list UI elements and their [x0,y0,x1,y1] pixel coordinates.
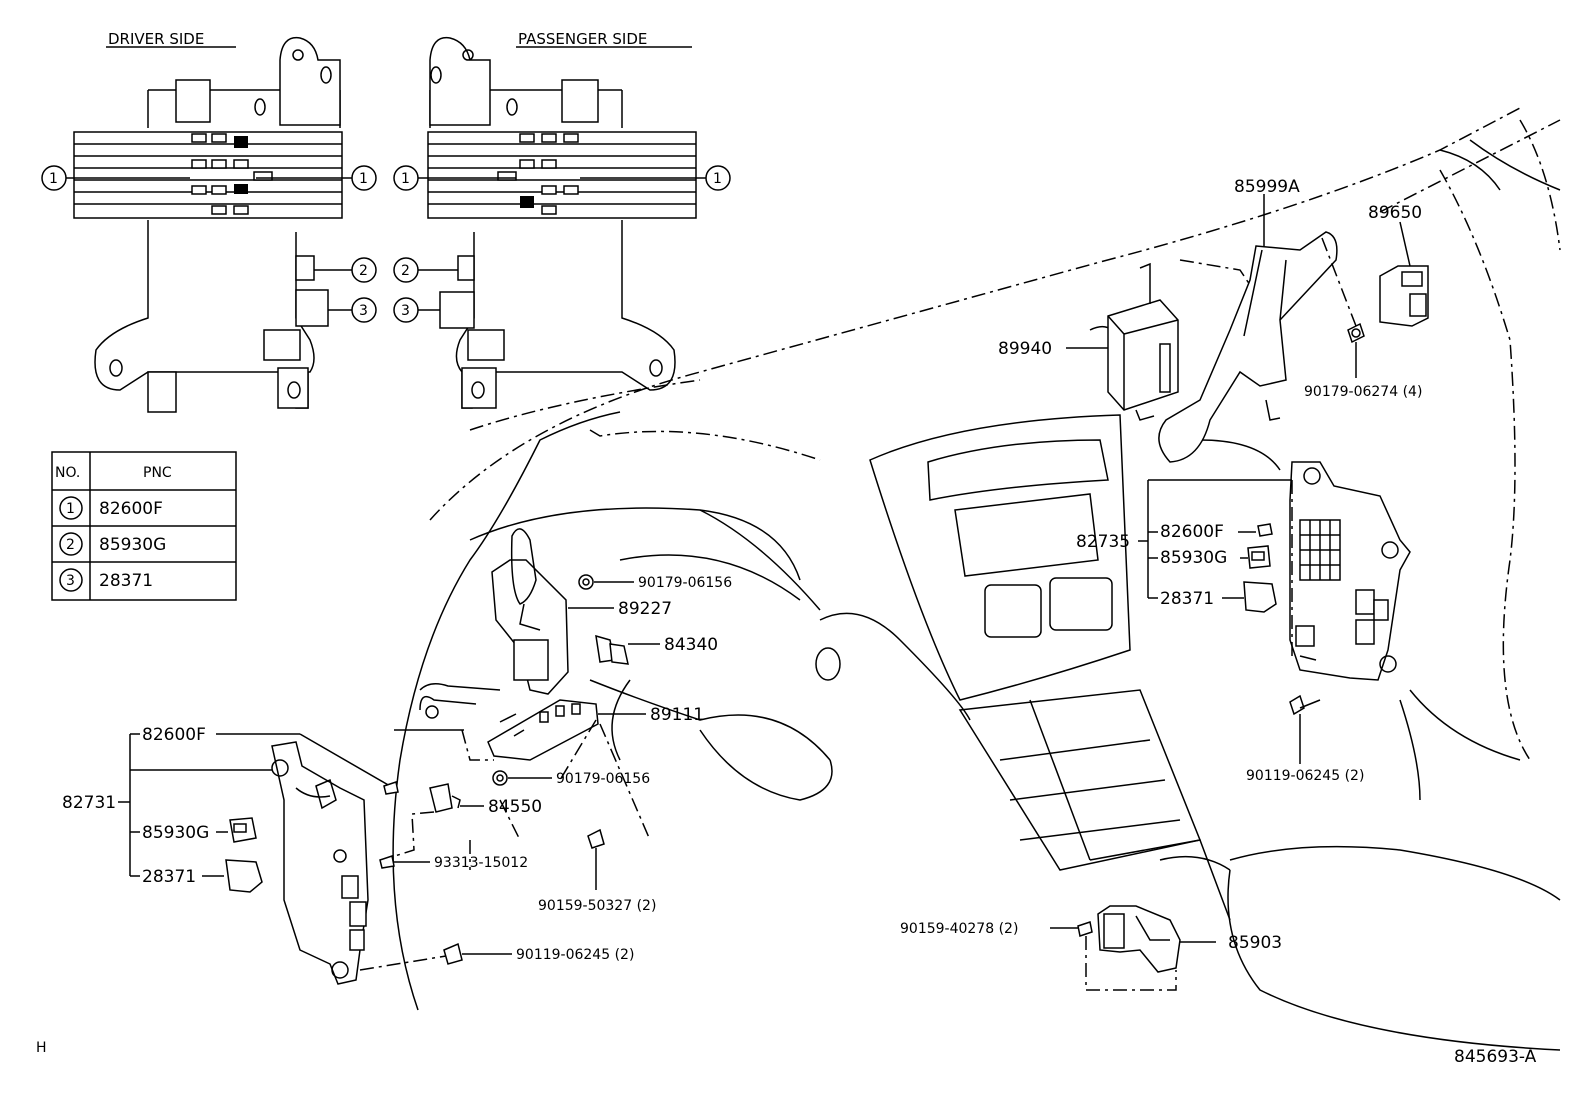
label-89111: 89111 [650,705,704,725]
label-90179-06156-lower: 90179-06156 [556,771,650,787]
label-90159-40278: 90159-40278 (2) [900,921,1018,937]
part-89940-computer: 89940 [998,262,1179,421]
callout-2: 2 [359,263,368,279]
part-84550: 84550 [381,783,542,861]
callout-1-pass-left: 1 [401,171,410,187]
label-28371-right: 28371 [1160,589,1214,609]
table-row-pnc: 28371 [99,571,153,591]
table-row-no: 2 [66,537,75,553]
label-90179-06156-upper: 90179-06156 [638,575,732,591]
callout-3: 3 [359,303,368,319]
callout-1-pass-right: 1 [713,171,722,187]
table-row-pnc: 82600F [99,499,163,519]
figure-id: 845693-A [1454,1047,1537,1067]
part-90179-06156-upper: 90179-06156 [578,574,732,591]
part-90179-06274-nut: 90179-06274 (4) [1304,237,1422,400]
part-85999a-bracket: 85999A [1158,177,1338,463]
label-90159-50327: 90159-50327 (2) [538,898,656,914]
callout-3-pass: 3 [401,303,410,319]
part-89650-sensor: 89650 [1368,203,1429,327]
part-93313-15012: 93313-15012 [379,855,528,871]
label-90119-06245-right: 90119-06245 (2) [1246,768,1364,784]
label-82735: 82735 [1076,532,1130,552]
label-85930g-right: 85930G [1160,548,1227,568]
label-89650: 89650 [1368,203,1422,223]
label-89227: 89227 [618,599,672,619]
callout-1-left: 1 [49,171,58,187]
right-subparts: 82600F 85930G 28371 [1148,480,1293,656]
part-82731-junction-block: 82731 [62,734,369,985]
part-90119-06245-left: 90119-06245 (2) [359,942,634,971]
left-subparts: 82600F 85930G 28371 [130,725,399,893]
label-85999a: 85999A [1234,177,1300,197]
pnc-table: NO. PNC 1 82600F 2 85930G 3 28371 [51,451,237,601]
label-84340: 84340 [664,635,718,655]
callout-1-right: 1 [359,171,368,187]
table-header-no: NO. [55,465,80,481]
label-85930g-left: 85930G [142,823,209,843]
label-85903: 85903 [1228,933,1282,953]
corner-mark: H [36,1040,47,1056]
part-85903: 85903 90159-40278 (2) [900,905,1282,991]
label-82600f-left: 82600F [142,725,206,745]
table-row-no: 1 [66,501,75,517]
part-90119-06245-right: 90119-06245 (2) [1246,694,1364,784]
table-row-no: 3 [66,573,75,589]
part-89111-receiver: 89111 [394,683,704,761]
label-90179-06274: 90179-06274 (4) [1304,384,1422,400]
driver-side-header: DRIVER SIDE [108,30,204,48]
label-93313-15012: 93313-15012 [434,855,528,871]
label-82600f-right: 82600F [1160,522,1224,542]
callout-2-pass: 2 [401,263,410,279]
part-89227: 89227 [491,528,672,695]
label-89940: 89940 [998,339,1052,359]
passenger-side-junction-block: PASSENGER SIDE [393,30,731,409]
passenger-side-header: PASSENGER SIDE [518,30,647,48]
label-28371-left: 28371 [142,867,196,887]
part-90159-50327: 90159-50327 (2) [469,799,656,914]
part-90179-06156-lower: 90179-06156 [492,719,651,841]
label-90119-06245-left: 90119-06245 (2) [516,947,634,963]
label-84550: 84550 [488,797,542,817]
part-84340-switch: 84340 [595,634,718,665]
driver-side-junction-block: DRIVER SIDE [41,30,377,413]
table-header-pnc: PNC [143,465,172,481]
dashboard-outline [392,107,1561,1051]
label-82731: 82731 [62,793,116,813]
table-row-pnc: 85930G [99,535,166,555]
part-82735-junction-block: 82735 [1076,461,1411,681]
